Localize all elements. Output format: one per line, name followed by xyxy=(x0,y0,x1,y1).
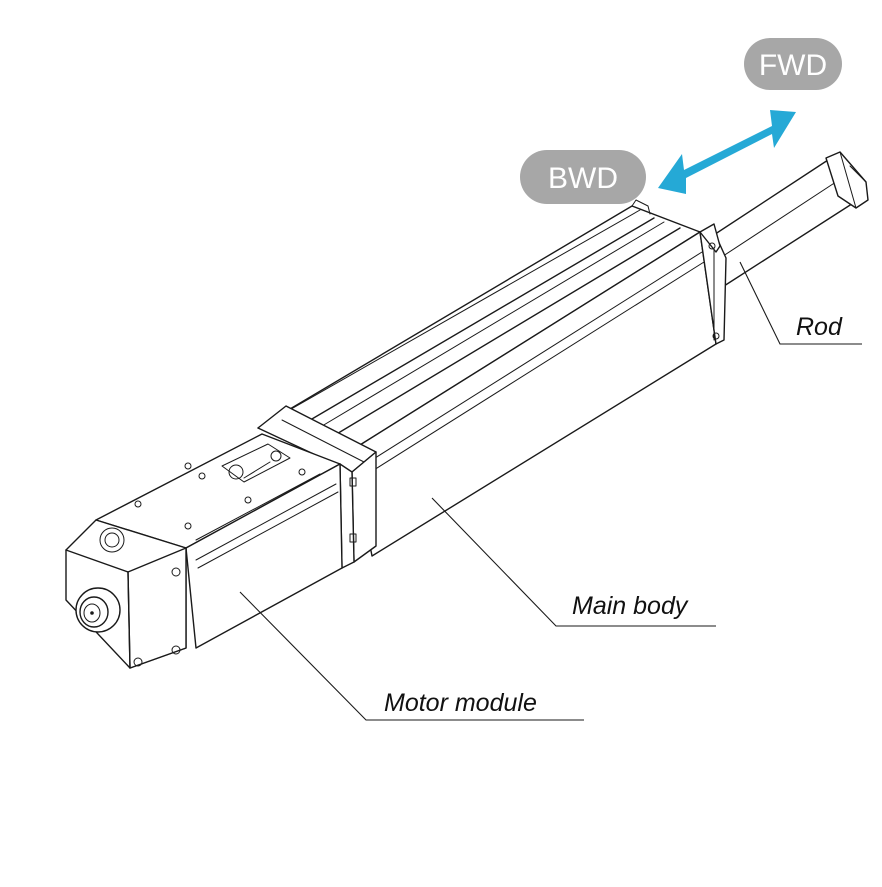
main-body xyxy=(257,199,727,557)
rod-callout: Rod xyxy=(739,261,862,345)
coupling-flange xyxy=(257,405,377,569)
direction-arrow xyxy=(658,110,796,194)
fwd-badge: FWD xyxy=(744,38,842,90)
main-body-label: Main body xyxy=(572,592,689,620)
motor-module-callout: Motor module xyxy=(239,591,584,721)
rod-label: Rod xyxy=(796,313,843,341)
rod xyxy=(699,151,869,287)
motor-module xyxy=(65,433,343,669)
bwd-label: BWD xyxy=(548,162,618,195)
fwd-label: FWD xyxy=(759,49,827,82)
motor-module-label: Motor module xyxy=(384,689,537,717)
bwd-badge: BWD xyxy=(520,150,646,204)
main-body-callout: Main body xyxy=(431,497,716,627)
connector xyxy=(75,587,121,633)
